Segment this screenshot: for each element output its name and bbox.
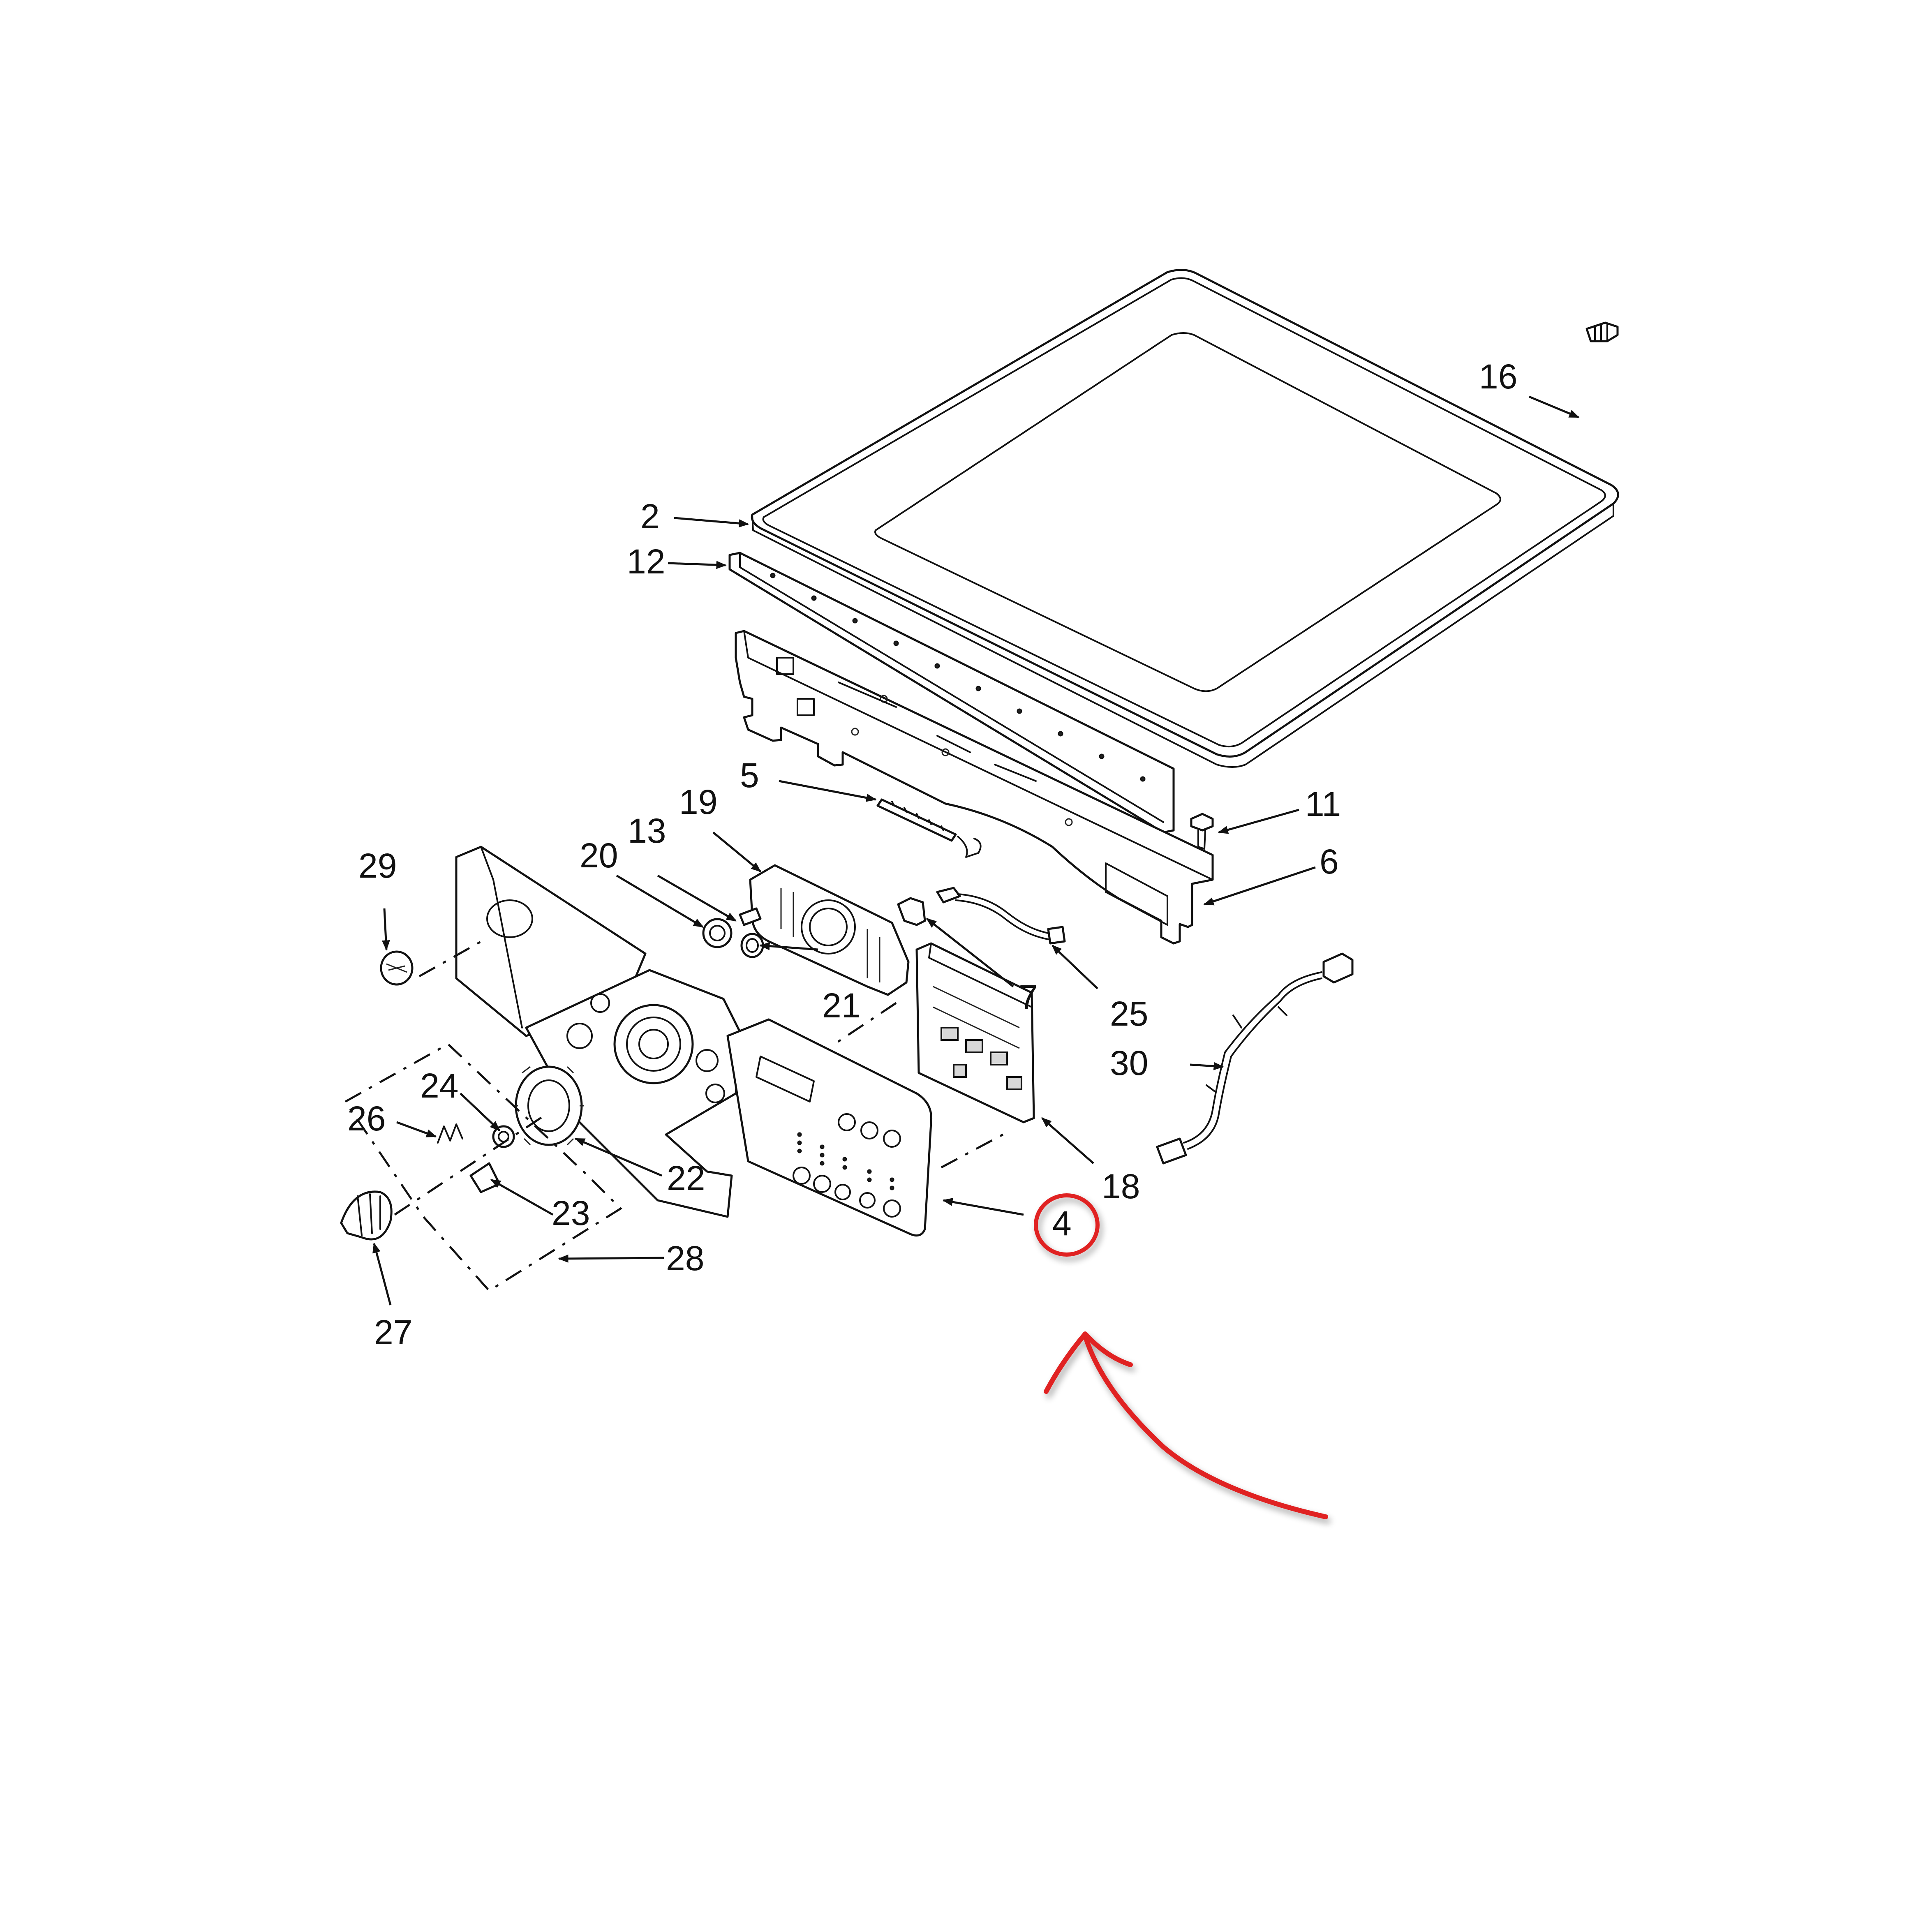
- callout-20: 20: [580, 836, 618, 875]
- callout-28: 28: [666, 1239, 704, 1278]
- leader-lines: [372, 395, 1580, 1306]
- part-30-wire-harness: [1156, 952, 1354, 1165]
- part-5-cable-harness: [876, 798, 982, 858]
- part-20-gear: [702, 918, 733, 948]
- part-11-screw: [1190, 813, 1214, 850]
- callout-labels: 16 2 12 5 11 19 13 20 29 6 7 21 25 30 24…: [347, 357, 1517, 1352]
- callout-5: 5: [740, 756, 759, 795]
- part-21-bushing: [740, 933, 764, 958]
- callout-11: 11: [1305, 785, 1341, 823]
- part-26-spring: [437, 1123, 463, 1144]
- callout-25: 25: [1110, 994, 1148, 1033]
- callout-16: 16: [1479, 357, 1517, 396]
- callout-30: 30: [1110, 1044, 1148, 1082]
- part-29-badge: [380, 950, 414, 986]
- callout-7: 7: [1019, 978, 1038, 1017]
- part-13-small-fitting: [739, 907, 762, 926]
- part-12-gasket-strip: [728, 552, 1175, 834]
- callout-18: 18: [1102, 1167, 1140, 1206]
- callout-22: 22: [667, 1159, 705, 1197]
- console-panel-buttons: [793, 1113, 901, 1218]
- part-19-ui-housing: [749, 864, 910, 996]
- highlight-arrowhead: [1044, 1331, 1133, 1394]
- callout-24: 24: [420, 1066, 458, 1105]
- callout-23: 23: [552, 1194, 590, 1232]
- part-4-console-panel: [726, 1018, 933, 1237]
- highlight-arrow: [1083, 1333, 1328, 1519]
- callout-19: 19: [679, 783, 717, 821]
- part-16-screw: [1585, 321, 1619, 342]
- part-7-clip: [897, 897, 926, 926]
- highlight-circle: [1034, 1193, 1100, 1257]
- part-23-led-cap: [469, 1162, 501, 1193]
- callout-26: 26: [347, 1099, 386, 1138]
- part-22-dial-ring: [514, 1065, 584, 1146]
- callout-6: 6: [1320, 842, 1339, 881]
- callout-12: 12: [627, 542, 665, 581]
- highlight-markup: [1034, 1193, 1328, 1519]
- callout-29: 29: [358, 846, 397, 885]
- part-25-wire: [936, 887, 1066, 945]
- assembly-lines: [344, 938, 1004, 1292]
- part-2-top-lid: [751, 269, 1619, 768]
- part-6-console-bracket: [735, 630, 1214, 945]
- callout-4: 4: [1052, 1204, 1072, 1243]
- callout-13: 13: [628, 811, 666, 850]
- callout-2: 2: [640, 497, 660, 536]
- console-frame: [525, 969, 741, 1218]
- callout-21: 21: [822, 986, 860, 1025]
- part-27-knob: [340, 1190, 393, 1241]
- part-18-control-board: [915, 942, 1035, 1123]
- callout-27: 27: [374, 1313, 412, 1352]
